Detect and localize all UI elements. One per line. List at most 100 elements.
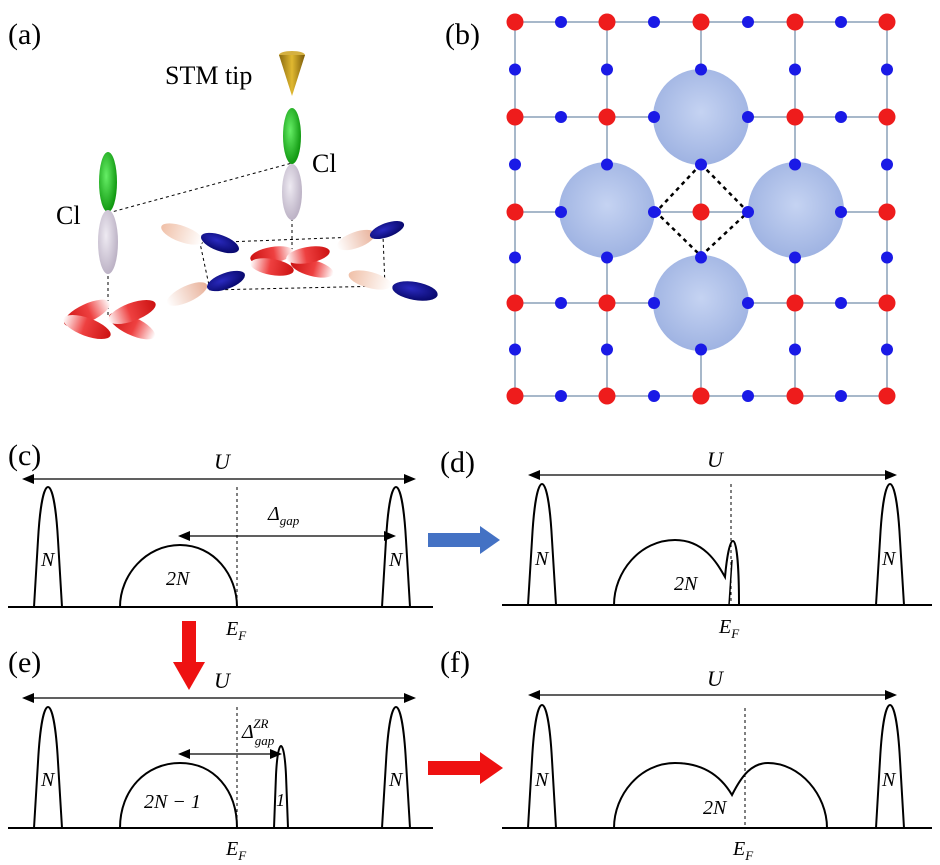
zr-peak-e [273, 744, 289, 829]
o-atom [742, 111, 754, 123]
o-atom [555, 297, 567, 309]
u-arrow-d [528, 470, 897, 480]
n-right-d: N [881, 548, 897, 570]
panel-label-b: (b) [445, 18, 480, 51]
cu-atom [598, 108, 616, 126]
cu-atom [506, 13, 524, 31]
cu-atom [878, 203, 896, 221]
o-atom [648, 16, 660, 28]
apical-orbital-right [282, 164, 302, 220]
o-atom [601, 63, 613, 76]
o-atom [509, 158, 521, 171]
p-orbital-lower-right [348, 270, 438, 301]
cu-atom [506, 108, 524, 126]
o-atom [835, 206, 847, 218]
d-orbital-center [250, 246, 334, 278]
panel-f: (f) U N N 2N EF [440, 646, 932, 863]
o-atom [835, 390, 847, 402]
panel-label-c: (c) [8, 439, 41, 472]
o-atom [881, 343, 893, 356]
o-atom [881, 63, 893, 76]
p-orbital-upper-left [161, 223, 239, 254]
lower-hubbard-band-e [33, 705, 63, 829]
lattice-atoms [506, 13, 896, 405]
o-atom [555, 206, 567, 218]
o-atom [601, 158, 613, 171]
o-atom [648, 390, 660, 402]
cu-atom [786, 387, 804, 405]
cu-atom [786, 13, 804, 31]
o-atom [651, 207, 661, 217]
cu-atom [786, 294, 804, 312]
apical-orbital-left [98, 210, 118, 274]
orbital-blobs [559, 69, 844, 351]
n-left-d: N [534, 548, 550, 570]
orbital-blob [559, 162, 655, 258]
o-atom [835, 111, 847, 123]
o-atom [555, 111, 567, 123]
p-orbital-lower-left [166, 270, 245, 306]
u-arrow-c [22, 474, 416, 484]
n-right-c: N [388, 549, 404, 571]
d-orbital-left [63, 299, 156, 340]
cu-atom [692, 387, 710, 405]
panel-label-e: (e) [8, 646, 41, 679]
panel-d: (d) U N N 2N EF [440, 446, 932, 641]
arrow-c-to-d [428, 526, 500, 554]
o-atom [555, 16, 567, 28]
center-label-c: 2N [166, 568, 191, 590]
o-atom [881, 158, 893, 171]
orbital-blob [653, 255, 749, 351]
zr-peak-label-e: 1 [276, 790, 285, 810]
o-atom [743, 207, 753, 217]
ef-label-f: EF [732, 838, 754, 863]
lower-hubbard-band-c [33, 485, 63, 608]
u-arrow-e [22, 693, 416, 703]
upper-hubbard-band-e [381, 705, 411, 829]
ef-label-c: EF [225, 618, 247, 643]
panel-c: (c) U Δgap N N 2N EF [8, 439, 433, 643]
lower-hubbard-band-f [527, 703, 557, 829]
cu-atom [878, 387, 896, 405]
o-atom [696, 251, 706, 261]
upper-hubbard-band-d [875, 482, 905, 606]
o-atom [601, 343, 613, 356]
orbital-blob [748, 162, 844, 258]
center-label-e: 2N − 1 [144, 791, 201, 813]
o-atom [695, 343, 707, 356]
cu-atom [878, 108, 896, 126]
ef-label-d: EF [718, 616, 740, 641]
cl-orbital-right [283, 108, 301, 164]
cl-link-line [107, 162, 293, 214]
zr-gap-label-e: ΔgapZR [241, 716, 275, 748]
cu-atom [786, 108, 804, 126]
o-atom [648, 111, 660, 123]
u-label-c: U [214, 449, 232, 474]
o-atom [555, 390, 567, 402]
o-atom [789, 251, 801, 264]
o-atom [742, 16, 754, 28]
o-atom [835, 16, 847, 28]
upper-hubbard-band-f [875, 703, 905, 829]
n-left-c: N [40, 549, 56, 571]
o-atom [601, 251, 613, 264]
o-atom [789, 158, 801, 171]
stm-tip-label: STM tip [165, 61, 252, 90]
orbital-blob [653, 69, 749, 165]
center-band-f [613, 761, 828, 829]
cu-atom [598, 294, 616, 312]
center-label-d: 2N [674, 573, 699, 595]
arrow-c-to-e [173, 621, 205, 690]
panel-label-f: (f) [440, 646, 470, 679]
o-atom [509, 251, 521, 264]
panel-label-a: (a) [8, 18, 41, 51]
o-atom [742, 297, 754, 309]
cu-atom [692, 203, 710, 221]
plaquette-outline [199, 235, 386, 291]
ef-label-e: EF [225, 838, 247, 863]
center-band-e [119, 761, 238, 829]
u-label-e: U [214, 668, 232, 693]
center-band-d [613, 538, 740, 606]
panel-label-d: (d) [440, 446, 475, 479]
